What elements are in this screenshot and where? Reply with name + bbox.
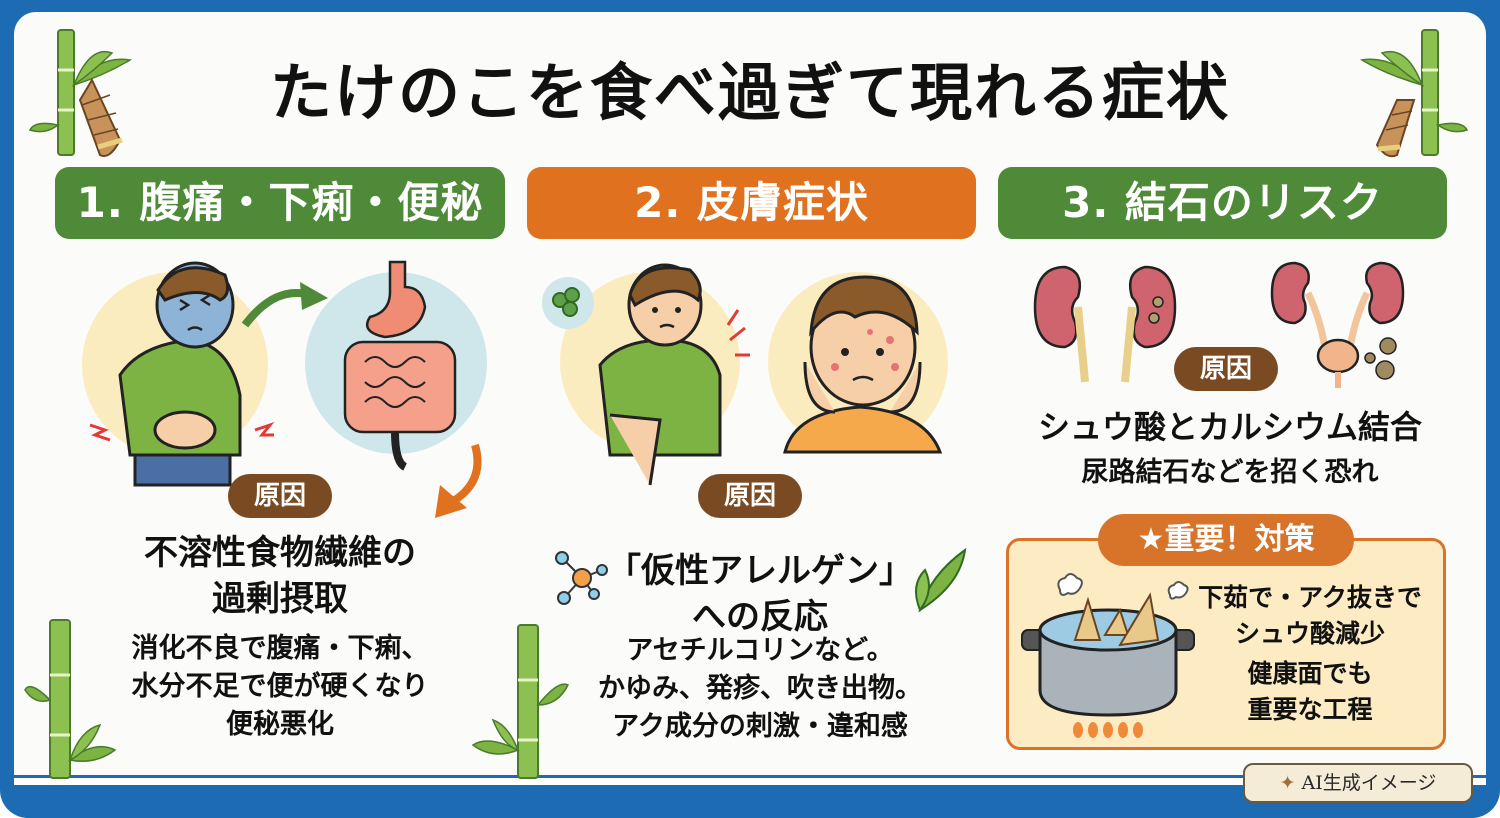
bottom-band	[14, 775, 1486, 785]
boiling-pot-icon	[1021, 573, 1195, 738]
tip-line: 下茹で・アク抜きで	[1198, 583, 1422, 612]
cause-main-line: 過剰摂取	[212, 579, 348, 619]
pollen-icon	[542, 277, 594, 329]
cause-main-text: 不溶性食物繊維の 過剰摂取	[60, 530, 500, 622]
arrow-right-icon	[241, 282, 328, 328]
cause-badge: 原因	[228, 474, 332, 518]
cause-main-line: への反応	[692, 597, 828, 637]
urinary-tract-icon	[1270, 261, 1405, 388]
cause-detail-line: 消化不良で腹痛・下痢、	[131, 633, 429, 664]
stomach-ache-person-icon	[89, 261, 275, 487]
cause-detail-line: アク成分の刺激・違和感	[612, 711, 908, 742]
cause-badge: 原因	[1174, 347, 1278, 391]
section-header-digestive: 1. 腹痛・下痢・便秘	[55, 167, 505, 239]
cause-badge: 原因	[698, 474, 802, 518]
cause-detail-line: 便秘悪化	[226, 709, 334, 740]
cause-main-line: 「仮性アレルゲン」	[607, 551, 913, 591]
section-header-skin: 2. 皮膚症状	[527, 167, 976, 239]
ai-badge-label: AI生成イメージ	[1301, 772, 1437, 794]
cause-detail-line: アセチルコリンなど。	[626, 635, 894, 666]
molecule-icon	[555, 551, 608, 605]
tip-line: シュウ酸減少	[1234, 619, 1385, 648]
tip-line: 重要な工程	[1247, 695, 1373, 724]
bamboo-top-right-icon	[1359, 29, 1469, 158]
cause-main-line: 不溶性食物繊維の	[144, 533, 416, 573]
ai-generated-badge: ✦AI生成イメージ	[1243, 763, 1473, 803]
tip-label: ★重要！対策	[1098, 514, 1354, 566]
sparkle-icon: ✦	[1279, 772, 1296, 794]
cause-main-text: 「仮性アレルゲン」 への反応	[540, 548, 980, 640]
rash-face-person-icon	[783, 275, 943, 454]
tip-line: 健康面でも	[1247, 659, 1373, 688]
bamboo-bottom-left-icon	[24, 619, 117, 779]
page-title: たけのこを食べ過ぎて現れる症状	[269, 56, 1230, 129]
arrow-down-icon	[435, 443, 482, 518]
tip-text: 下茹で・アク抜きで シュウ酸減少 健康面でも 重要な工程	[1180, 580, 1440, 728]
leaves-icon	[915, 547, 967, 613]
cause-detail-text: 尿路結石などを招く恐れ	[1081, 457, 1379, 488]
kidneys-with-stones-icon	[1033, 265, 1177, 383]
section-header-stones: 3. 結石のリスク	[998, 167, 1447, 239]
cause-main-text: シュウ酸とカルシウム結合	[1037, 408, 1422, 446]
digestive-system-icon	[343, 260, 457, 471]
cause-detail-line: 水分不足で便が硬くなり	[131, 671, 429, 702]
cause-detail-line: かゆみ、発疹、吹き出物。	[598, 673, 922, 704]
bamboo-bottom-middle-icon	[471, 624, 570, 779]
itching-arm-person-icon	[598, 263, 750, 486]
bamboo-top-left-icon	[28, 29, 133, 157]
cause-detail-text: 消化不良で腹痛・下痢、 水分不足で便が硬くなり 便秘悪化	[60, 630, 500, 744]
cause-detail-text: アセチルコリンなど。 かゆみ、発疹、吹き出物。 アク成分の刺激・違和感	[540, 632, 980, 746]
